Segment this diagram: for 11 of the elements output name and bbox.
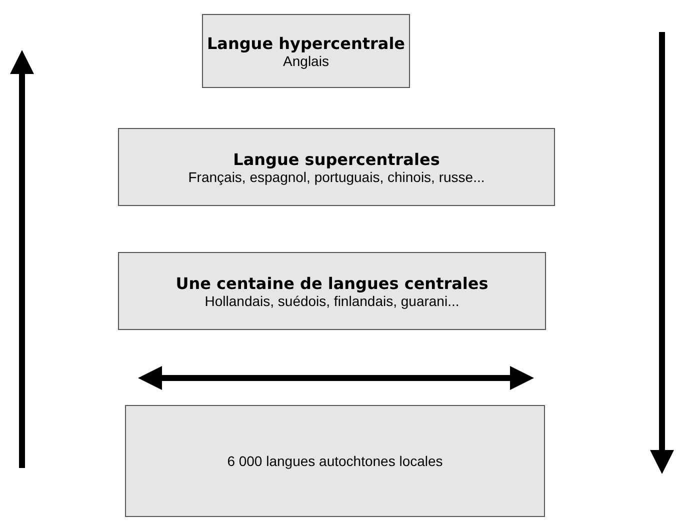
- level-box: [125, 405, 545, 517]
- level-text: Français, espagnol, portuguais, chinois, russe...: [188, 168, 485, 184]
- level-text: Anglais: [283, 52, 329, 68]
- level-text: 6 000 langues autochtones locales: [227, 453, 443, 469]
- level-text: Hollandais, suédois, finlandais, guarani...: [204, 292, 460, 308]
- level-box: [118, 252, 546, 330]
- level-heading: Une centaine de langues centrales: [176, 274, 488, 292]
- level-heading: Langue supercentrales: [233, 150, 440, 168]
- level-box: [202, 14, 410, 88]
- level-heading: Langue hypercentrale: [206, 34, 406, 52]
- level-box: [118, 128, 555, 206]
